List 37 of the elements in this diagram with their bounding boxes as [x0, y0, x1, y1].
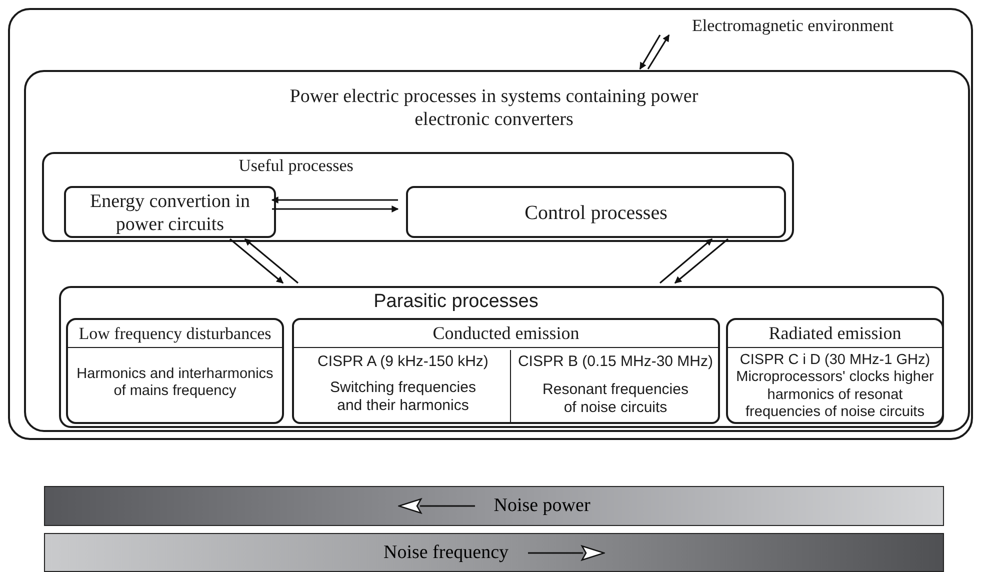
- gradient-bar: [44, 486, 944, 526]
- category-heading: Conducted emission: [294, 320, 718, 348]
- arrow: [639, 34, 661, 70]
- arrow: [272, 206, 399, 212]
- description-text: Microprocessors' clocks higher harmonics of resonat frequencies of noise circuits: [735, 369, 935, 422]
- arrow: [659, 238, 713, 284]
- process-group-box: [59, 286, 944, 428]
- standard-range: CISPR B (0.15 MHz-30 MHz): [518, 353, 714, 371]
- category-heading: Radiated emission: [728, 320, 942, 348]
- bar-label: Noise power: [494, 495, 590, 517]
- process-label: Energy convertion in power circuits: [88, 191, 252, 237]
- arrow: [271, 196, 398, 204]
- process-label: Control processes: [524, 201, 668, 225]
- standard-range: CISPR C i D (30 MHz-1 GHz): [740, 352, 930, 370]
- arrow: [674, 238, 729, 284]
- category-box: [66, 318, 284, 424]
- environment-frame: [8, 8, 973, 440]
- group-title: Parasitic processes: [372, 291, 540, 314]
- group-title: Power electric processes in systems containing power electronic converters: [288, 86, 700, 132]
- group-title: Electromagnetic environment: [692, 16, 895, 36]
- arrow: [244, 238, 299, 284]
- category-box: [292, 318, 720, 424]
- process-box: [64, 186, 276, 238]
- category-box: [726, 318, 944, 424]
- arrow: [647, 34, 670, 70]
- bar-label: Noise frequency: [383, 542, 509, 564]
- standard-range: CISPR A (9 kHz-150 kHz): [318, 353, 488, 371]
- category-heading: Low frequency disturbances: [68, 320, 282, 348]
- description-text: Resonant frequencies of noise circuits: [542, 381, 690, 417]
- process-box: [406, 186, 786, 238]
- group-title: Useful processes: [238, 156, 354, 176]
- description-text: Harmonics and interharmonics of mains frequency: [76, 366, 274, 401]
- description-text: Switching frequencies and their harmonics: [329, 379, 477, 415]
- arrow: [229, 238, 284, 284]
- process-group-box: [24, 70, 970, 432]
- gradient-bar: [44, 533, 944, 572]
- process-group-box: [42, 152, 794, 242]
